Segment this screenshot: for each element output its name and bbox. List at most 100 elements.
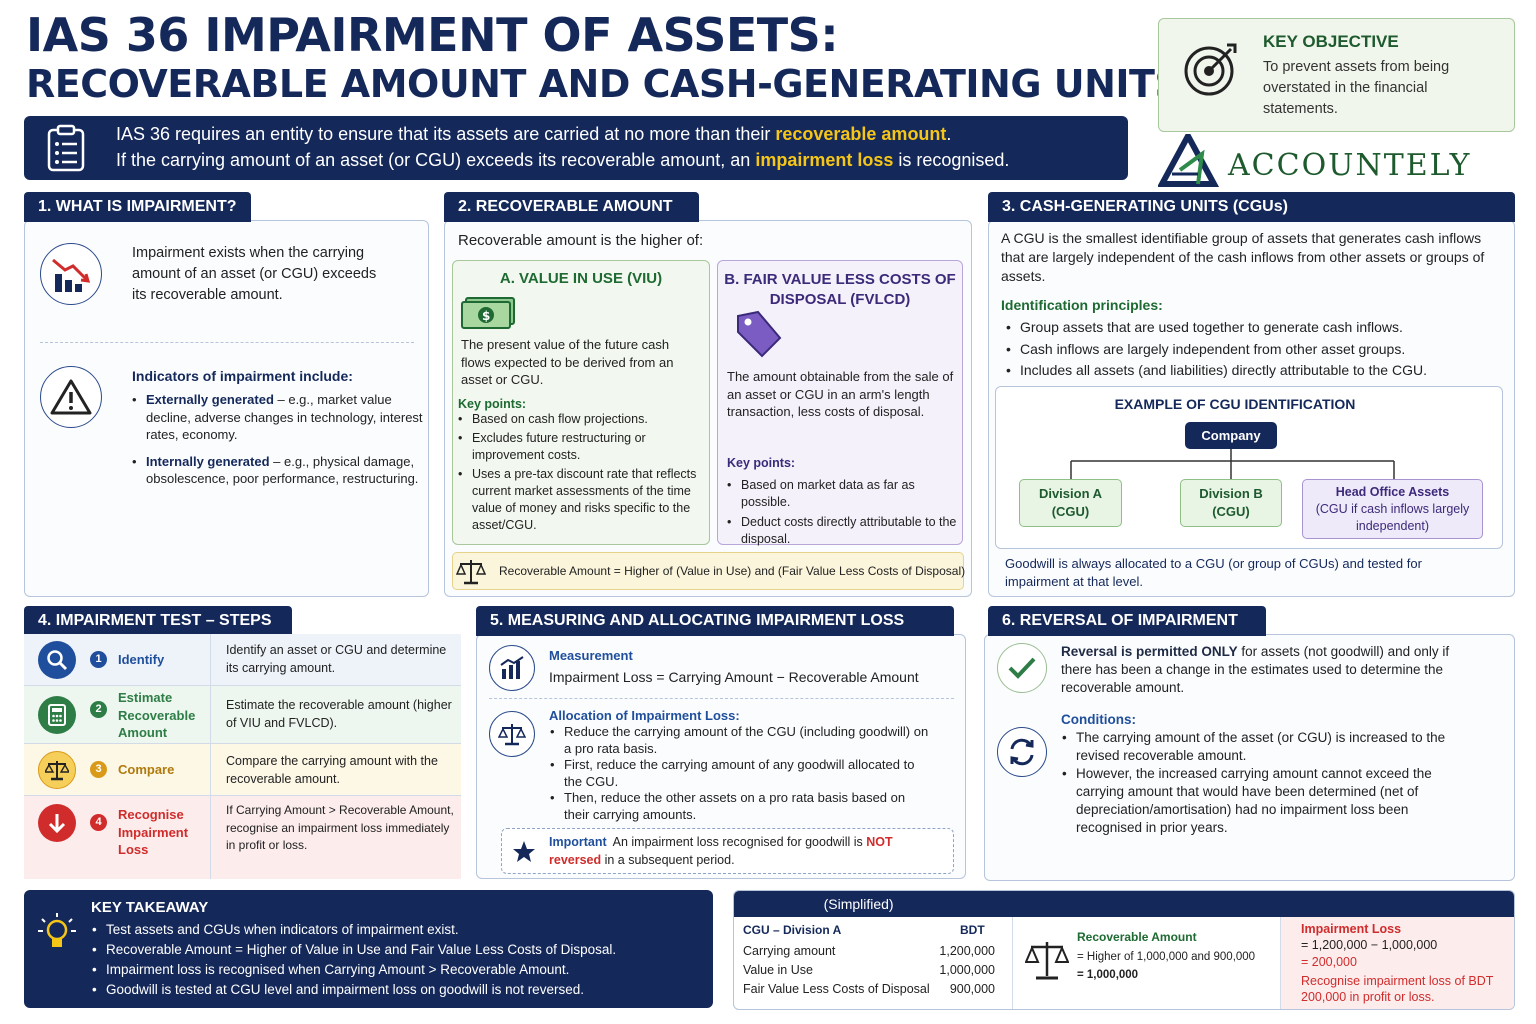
step-number: 3 [90, 761, 107, 778]
refresh-icon [997, 727, 1047, 777]
price-tag-icon [737, 310, 782, 358]
viu-title: A. VALUE IN USE (VIU) [499, 270, 663, 287]
impairment-loss-note: Recognise impairment loss of BDT 200,000… [1301, 974, 1494, 1004]
org-connectors [1070, 449, 1395, 479]
step-2-row: 2 Estimate Recoverable Amount Estimate t… [24, 686, 461, 744]
logo-mark-icon [1158, 134, 1220, 187]
page-subtitle: RECOVERABLE AMOUNT AND CASH-GENERATING U… [26, 62, 1182, 106]
recoverable-formula: Recoverable Amount = Higher of (Value in… [499, 564, 966, 578]
fvlcd-definition: The amount obtainable from the sale of a… [727, 369, 954, 419]
intro-line-1: IAS 36 requires an entity to ensure that… [116, 124, 952, 144]
viu-point: Based on cash flow projections. [458, 411, 704, 428]
step-label: Compare [118, 762, 175, 777]
recoverable-amount-calc: = Higher of 1,000,000 and 900,000 [1077, 951, 1256, 963]
divider [210, 686, 211, 743]
condition-point: The carrying amount of the asset (or CGU… [1062, 729, 1462, 765]
company-node: Company [1185, 422, 1277, 449]
section-4-header: 4. IMPAIRMENT TEST – STEPS [24, 606, 292, 636]
reversal-rule: Reversal is permitted ONLY for assets (n… [1061, 644, 1450, 695]
recoverable-intro: Recoverable amount is the higher of: [458, 232, 704, 249]
identification-list: Group assets that are used together to g… [1006, 317, 1496, 382]
recoverable-amount-result: = 1,000,000 [1077, 969, 1139, 981]
magnifier-icon [38, 641, 76, 679]
impairment-loss-title: Impairment Loss [1301, 922, 1402, 936]
fvlcd-keypoints: Based on market data as far as possible.… [727, 477, 963, 548]
accountely-logo: ACCOUNTELY [1158, 134, 1515, 188]
example-row-labels: Carrying amount Value in Use Fair Value … [743, 942, 930, 999]
indicators-list: Externally generated – e.g., market valu… [132, 391, 424, 488]
divider [210, 744, 211, 795]
section-6-header: 6. REVERSAL OF IMPAIRMENT [988, 606, 1266, 636]
example-row-values: 1,200,000 1,000,000 900,000 [920, 942, 995, 999]
indicators-title: Indicators of impairment include: [132, 368, 353, 384]
allocation-point: Reduce the carrying amount of the CGU (i… [550, 724, 930, 757]
intro-banner: IAS 36 requires an entity to ensure that… [24, 116, 1128, 180]
step-label: Estimate Recoverable Amount [118, 690, 196, 740]
scales-icon [38, 751, 76, 789]
row-value: 1,200,000 [939, 944, 995, 958]
head-office-node: Head Office Assets(CGU if cash inflows l… [1302, 479, 1483, 539]
step-number: 1 [90, 651, 107, 668]
step-label: Identify [118, 652, 165, 667]
section-3-header: 3. CASH-GENERATING UNITS (CGUs) [988, 192, 1515, 222]
row-label: Carrying amount [743, 944, 836, 958]
divider [1012, 917, 1013, 1009]
example-col-bdt: BDT [960, 923, 985, 937]
impairment-definition: Impairment exists when the carrying amou… [132, 245, 377, 303]
step-4-row: 4 Recognise Impairment Loss If Carrying … [24, 796, 461, 879]
indicator-internal: Internally generated – e.g., physical da… [132, 453, 424, 488]
division-b-node: Division B(CGU) [1180, 479, 1282, 527]
allocation-list: Reduce the carrying amount of the CGU (i… [550, 724, 930, 823]
conditions-title: Conditions: [1061, 712, 1136, 727]
example-col-cgu: CGU – Division A [743, 923, 842, 937]
lightbulb-icon [38, 913, 76, 947]
section-2-header: 2. RECOVERABLE AMOUNT [444, 192, 699, 222]
clipboard-icon [47, 124, 85, 172]
indicator-external: Externally generated – e.g., market valu… [132, 391, 424, 444]
step-label: Recognise Impairment Loss [118, 807, 189, 857]
conditions-list: The carrying amount of the asset (or CGU… [1062, 729, 1462, 837]
allocation-point: Then, reduce the other assets on a pro r… [550, 790, 930, 823]
divider [1280, 917, 1281, 1009]
target-icon [1184, 43, 1237, 96]
important-note-box [501, 828, 954, 874]
intro-line-2: If the carrying amount of an asset (or C… [116, 150, 1010, 170]
example-header-bar [734, 891, 1514, 917]
arrow-down-icon [38, 804, 76, 842]
key-takeaway-list: Test assets and CGUs when indicators of … [92, 920, 692, 1000]
step-number: 4 [90, 814, 107, 831]
viu-point: Uses a pre-tax discount rate that reflec… [458, 466, 704, 534]
viu-definition: The present value of the future cash flo… [461, 337, 674, 387]
takeaway-point: Test assets and CGUs when indicators of … [92, 920, 692, 940]
fvlcd-point: Based on market data as far as possible. [727, 477, 963, 511]
step-3-row: 3 Compare Compare the carrying amount wi… [24, 744, 461, 796]
step-number: 2 [90, 701, 107, 718]
step-description: Estimate the recoverable amount (higher … [226, 698, 452, 730]
step-description: If Carrying Amount > Recoverable Amount,… [226, 803, 454, 852]
recoverable-amount-title: Recoverable Amount [1077, 930, 1197, 944]
svg-text:$: $ [482, 309, 490, 323]
viu-keypoints: Based on cash flow projections. Excludes… [458, 411, 704, 534]
logo-text: ACCOUNTELY [1228, 148, 1472, 183]
divider [40, 342, 414, 343]
scales-icon [456, 560, 486, 585]
key-objective-title: KEY OBJECTIVE [1263, 32, 1399, 51]
measurement-title: Measurement [549, 648, 633, 663]
takeaway-point: Goodwill is tested at CGU level and impa… [92, 980, 692, 1000]
warning-icon [40, 366, 102, 428]
allocation-point: First, reduce the carrying amount of any… [550, 757, 930, 790]
condition-point: However, the increased carrying amount c… [1062, 765, 1462, 837]
viu-keypoints-title: Key points: [458, 397, 527, 411]
formula-box [452, 552, 964, 590]
fvlcd-keypoints-title: Key points: [727, 456, 796, 470]
checkmark-icon [997, 643, 1047, 693]
star-icon [513, 841, 535, 862]
fvlcd-point: Deduct costs directly attributable to th… [727, 514, 963, 548]
division-a-node: Division A(CGU) [1019, 479, 1122, 527]
impairment-loss-cell [1280, 917, 1514, 1009]
key-objective-card: KEY OBJECTIVE To prevent assets from bei… [1158, 18, 1515, 132]
row-value: 900,000 [949, 982, 995, 996]
identification-point: Group assets that are used together to g… [1006, 317, 1496, 339]
takeaway-point: Recoverable Amount = Higher of Value in … [92, 940, 692, 960]
